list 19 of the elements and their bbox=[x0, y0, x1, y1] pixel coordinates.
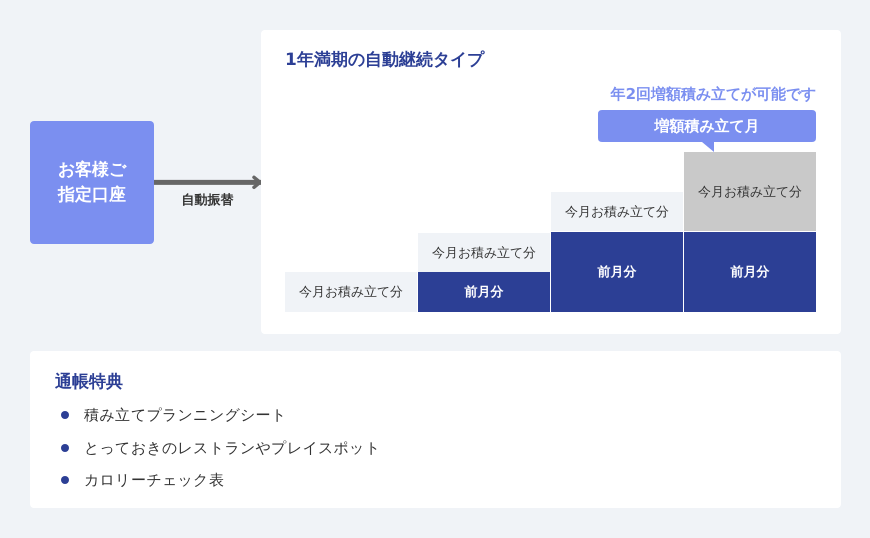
deposit-block: 前月分 bbox=[551, 232, 683, 312]
deposit-block: 前月分 bbox=[418, 272, 550, 312]
deposit-block: 今月お積み立て分 bbox=[285, 272, 417, 312]
callout-note: 年2回増額積み立てが可能です bbox=[610, 84, 816, 104]
account-box: お客様ご指定口座 bbox=[30, 121, 154, 244]
list-item: カロリーチェック表 bbox=[84, 470, 224, 490]
deposit-block: 今月お積み立て分 bbox=[551, 192, 683, 231]
speech-bubble bbox=[598, 110, 816, 152]
callout-label: 増額積み立て月 bbox=[654, 116, 760, 136]
list-item: とっておきのレストランやプレイスポット bbox=[84, 438, 380, 458]
panel-title: 1年満期の自動継続タイプ bbox=[285, 49, 484, 71]
arrow bbox=[154, 176, 262, 190]
deposit-block: 今月お積み立て分 bbox=[684, 152, 816, 231]
panel-heading: 通帳特典 bbox=[55, 371, 123, 393]
list-item: 積み立てプランニングシート bbox=[84, 405, 287, 425]
benefits-panel bbox=[30, 351, 841, 508]
deposit-block: 今月お積み立て分 bbox=[418, 233, 550, 272]
deposit-block: 前月分 bbox=[684, 232, 816, 312]
plan-panel bbox=[261, 30, 841, 334]
